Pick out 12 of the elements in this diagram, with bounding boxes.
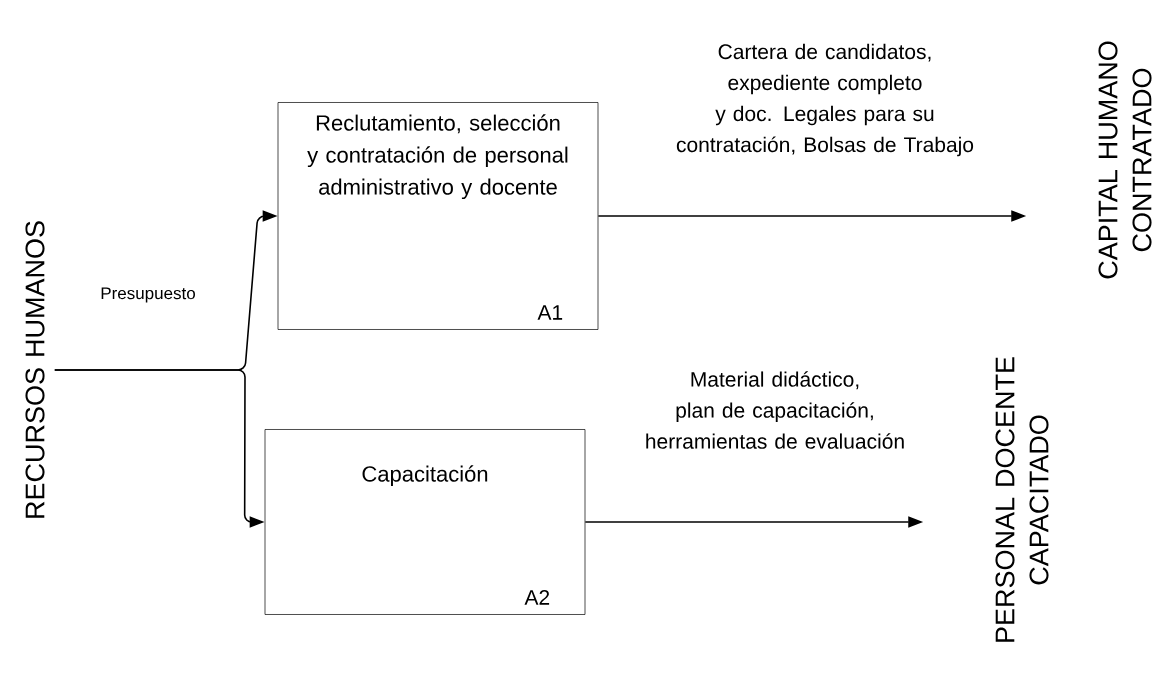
side-label: PERSONAL DOCENTE CAPACITADO: [995, 357, 1049, 642]
edge-label: Material didáctico, plan de capacitación, herramientas de evaluación: [646, 371, 904, 449]
edge-label: Presupuesto: [101, 287, 195, 303]
activity-code: A1: [537, 305, 563, 320]
process-box: [264, 429, 586, 615]
side-label: RECURSOS HUMANOS: [25, 221, 45, 518]
side-label: CAPITAL HUMANO CONTRATADO: [1098, 41, 1152, 279]
edge-label: Cartera de candidatos, expediente completo y doc. Legales para su contratación, Bolsas de Trabajo: [676, 43, 974, 157]
box-text: Capacitación: [362, 465, 488, 487]
process-box: [277, 102, 599, 330]
activity-code: A2: [524, 590, 550, 605]
box-text: Reclutamiento, selección y contratación de personal administrativo y docente: [307, 114, 568, 200]
